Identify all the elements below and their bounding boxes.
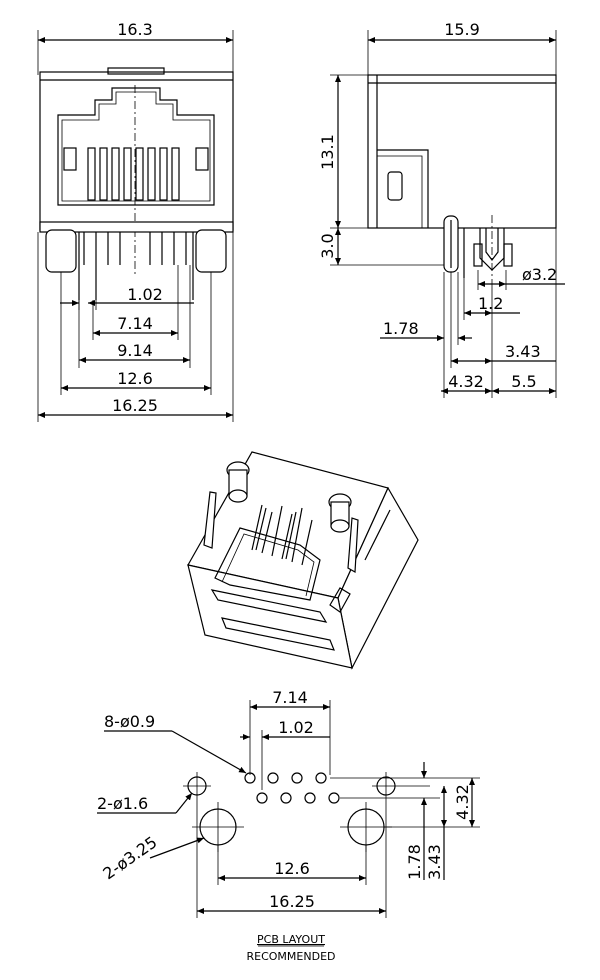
left-post — [45, 229, 77, 273]
dim-side-4-32: 4.32 — [448, 372, 484, 391]
pcb-dim-row-span: 7.14 — [272, 688, 308, 707]
dim-front-outer-span: 9.14 — [117, 341, 153, 360]
pcb-label-pin-holes: 8-ø0.9 — [104, 712, 155, 731]
pcb-caption-subtitle: RECOMMENDED — [247, 950, 336, 963]
pcb-dim-1-78: 1.78 — [405, 844, 424, 880]
pcb-dim-4-32: 4.32 — [453, 784, 472, 820]
pcb-layout: 7.14 1.02 8-ø0.9 2-ø1.6 — [97, 688, 480, 963]
side-view: 15.9 13.1 3.0 ø3.2 — [318, 20, 565, 398]
pcb-label-shield-holes: 2-ø1.6 — [97, 794, 148, 813]
latch-window — [387, 171, 403, 201]
pcb-pin-holes — [244, 772, 340, 804]
pcb-dim-3-43: 3.43 — [425, 844, 444, 880]
right-post — [195, 229, 227, 273]
dim-front-inner-span: 7.14 — [117, 314, 153, 333]
port-opening — [57, 87, 215, 206]
dim-side-height: 13.1 — [318, 134, 337, 170]
pcb-dim-post-spacing: 12.6 — [274, 859, 310, 878]
dim-side-3-43: 3.43 — [505, 342, 541, 361]
pcb-dim-overall-width: 16.25 — [269, 892, 315, 911]
jack-body-side — [367, 74, 557, 229]
dim-side-1-78: 1.78 — [383, 319, 419, 338]
dim-front-width-top: 16.3 — [117, 20, 153, 39]
dim-front-pitch: 1.02 — [127, 285, 163, 304]
dim-front-post-spacing: 12.6 — [117, 369, 153, 388]
front-view: 16.3 — [37, 20, 234, 422]
top-latch-tab — [107, 67, 165, 75]
iso-contacts — [251, 504, 313, 566]
dim-side-1-2: 1.2 — [478, 294, 503, 313]
pcb-caption-title: PCB LAYOUT — [257, 933, 325, 946]
dim-side-5-5: 5.5 — [511, 372, 536, 391]
pcb-dim-pitch: 1.02 — [278, 718, 314, 737]
contact-fingers — [87, 147, 180, 201]
dim-side-pin-length: 3.0 — [318, 233, 337, 258]
isometric-view — [187, 451, 419, 670]
dim-side-post-dia: ø3.2 — [522, 265, 557, 284]
dim-side-depth: 15.9 — [444, 20, 480, 39]
dim-front-width-bottom: 16.25 — [112, 396, 158, 415]
